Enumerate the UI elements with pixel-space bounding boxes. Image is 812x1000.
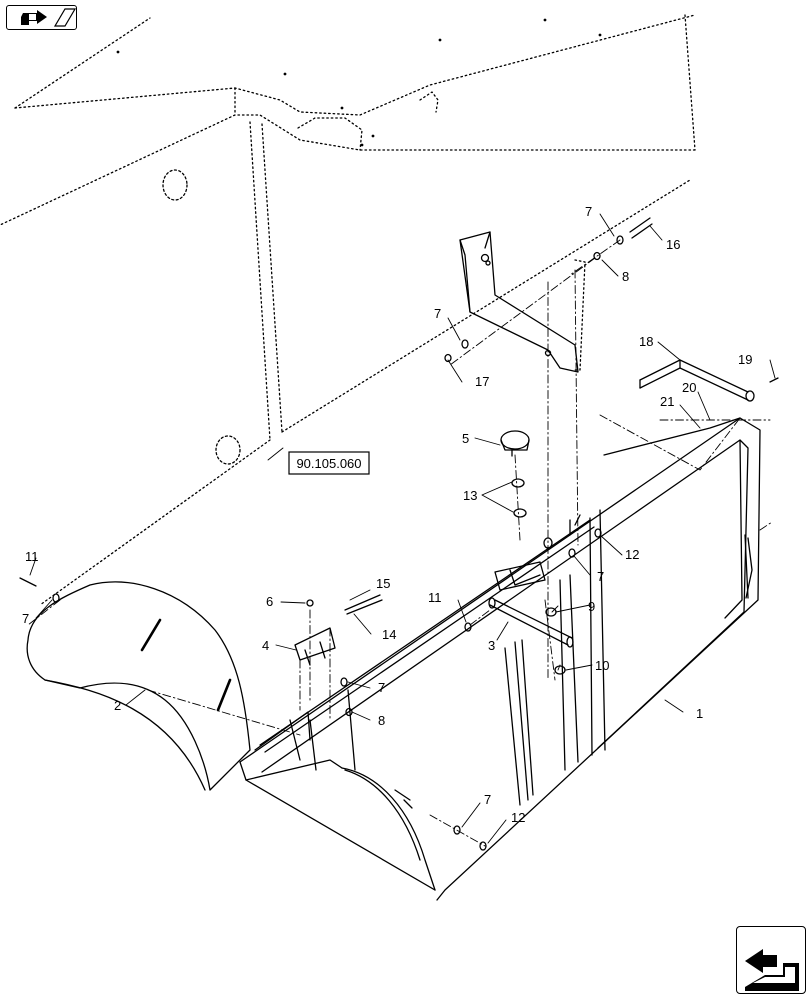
callout-17: 17 [475, 374, 489, 389]
callout-labels: 7 16 8 7 17 18 19 20 21 5 13 12 7 9 10 1… [22, 204, 752, 825]
callout-21: 21 [660, 394, 674, 409]
callout-13: 13 [463, 488, 477, 503]
previous-page-button[interactable] [6, 5, 77, 30]
callout-7: 7 [585, 204, 592, 219]
callout-7: 7 [484, 792, 491, 807]
callout-12: 12 [511, 810, 525, 825]
callout-6: 6 [266, 594, 273, 609]
callout-8: 8 [378, 713, 385, 728]
callout-18: 18 [639, 334, 653, 349]
callout-10: 10 [595, 658, 609, 673]
callout-7: 7 [434, 306, 441, 321]
callout-5: 5 [462, 431, 469, 446]
pivot-pin [639, 359, 755, 402]
callout-12: 12 [625, 547, 639, 562]
arrow-forward-icon [745, 949, 799, 991]
callout-19: 19 [738, 352, 752, 367]
callout-4: 4 [262, 638, 269, 653]
callout-16: 16 [666, 237, 680, 252]
next-page-button[interactable] [736, 926, 806, 994]
hardware [19, 217, 779, 851]
callout-2: 2 [114, 698, 121, 713]
callout-15: 15 [376, 576, 390, 591]
callout-7: 7 [378, 680, 385, 695]
machine-body-outline [0, 14, 696, 606]
arrow-back-icon [21, 8, 77, 27]
callout-3: 3 [488, 638, 495, 653]
callout-1: 1 [696, 706, 703, 721]
fender-panel [26, 581, 251, 791]
callout-11: 11 [25, 549, 39, 564]
callout-20: 20 [682, 380, 696, 395]
reference-link[interactable]: 90.105.060 [288, 451, 370, 475]
reference-link-label[interactable]: 90.105.060 [296, 456, 361, 471]
latch-assembly [294, 430, 574, 675]
callout-14: 14 [382, 627, 396, 642]
callout-11: 11 [428, 590, 442, 605]
callout-7: 7 [22, 611, 29, 626]
callout-9: 9 [588, 599, 595, 614]
callout-7: 7 [597, 569, 604, 584]
assembly-lines [27, 239, 773, 847]
callout-8: 8 [622, 269, 629, 284]
leader-lines [29, 213, 776, 844]
support-bracket [459, 231, 579, 373]
